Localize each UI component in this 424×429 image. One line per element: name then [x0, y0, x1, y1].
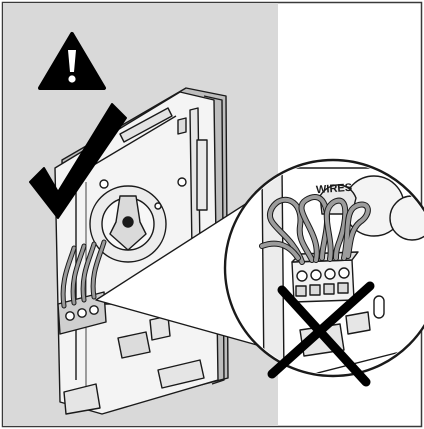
wires-label: WIRES: [316, 182, 353, 196]
